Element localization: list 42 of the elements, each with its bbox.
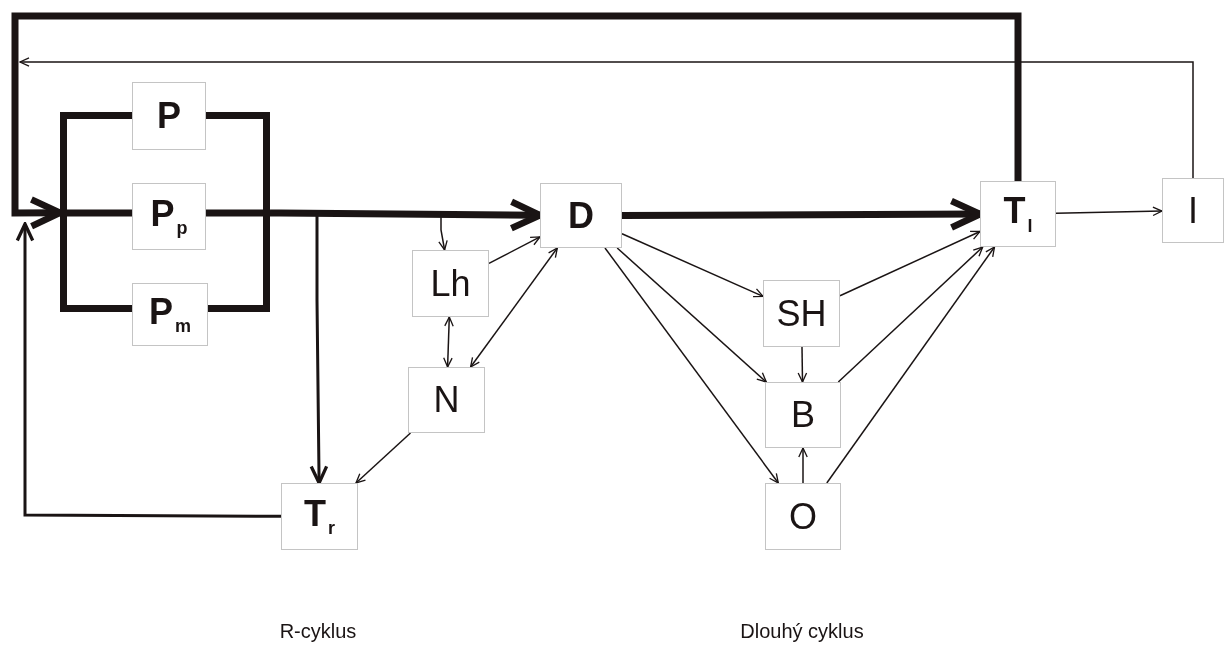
process-box [980,181,1056,247]
arrow [19,57,1194,179]
arrow [604,247,780,484]
cycle-caption: Dlouhý cyklus [740,620,864,643]
arrow [839,230,981,297]
arrow [443,316,454,368]
arrow [15,222,281,518]
arrow [837,246,984,383]
process-box [132,82,206,150]
arrow [488,236,541,265]
arrow [798,447,808,484]
process-box [132,283,208,346]
arrow [355,432,412,484]
arrow [797,346,808,383]
node-label: Lh [430,265,471,302]
node-label: P$_{m}$ [149,293,191,336]
node-label: D [568,197,594,234]
node-label: N [433,382,460,418]
node-label: SH [776,295,827,332]
process-box [408,367,485,433]
node-label: I [1188,192,1198,229]
arrow [1055,206,1163,217]
node-label: T$_{l}$ [1003,193,1033,235]
node-label: T$_{r}$ [304,495,335,538]
process-box [281,483,358,550]
process-box [763,280,840,347]
process-box [765,382,841,448]
arrow [469,247,559,368]
arrow [621,232,764,298]
node-label: P$_{p}$ [150,195,188,238]
process-box [765,483,841,550]
node-label: O [789,498,817,535]
process-box [132,183,206,250]
cycle-caption: R-cyklus [279,620,357,643]
arrow [826,246,996,484]
arrow [11,12,1022,230]
process-box [1162,178,1224,243]
node-label: P [157,98,181,134]
process-box [412,250,489,317]
node-label: B [791,397,815,433]
arrow [616,247,768,383]
process-box [540,183,622,248]
